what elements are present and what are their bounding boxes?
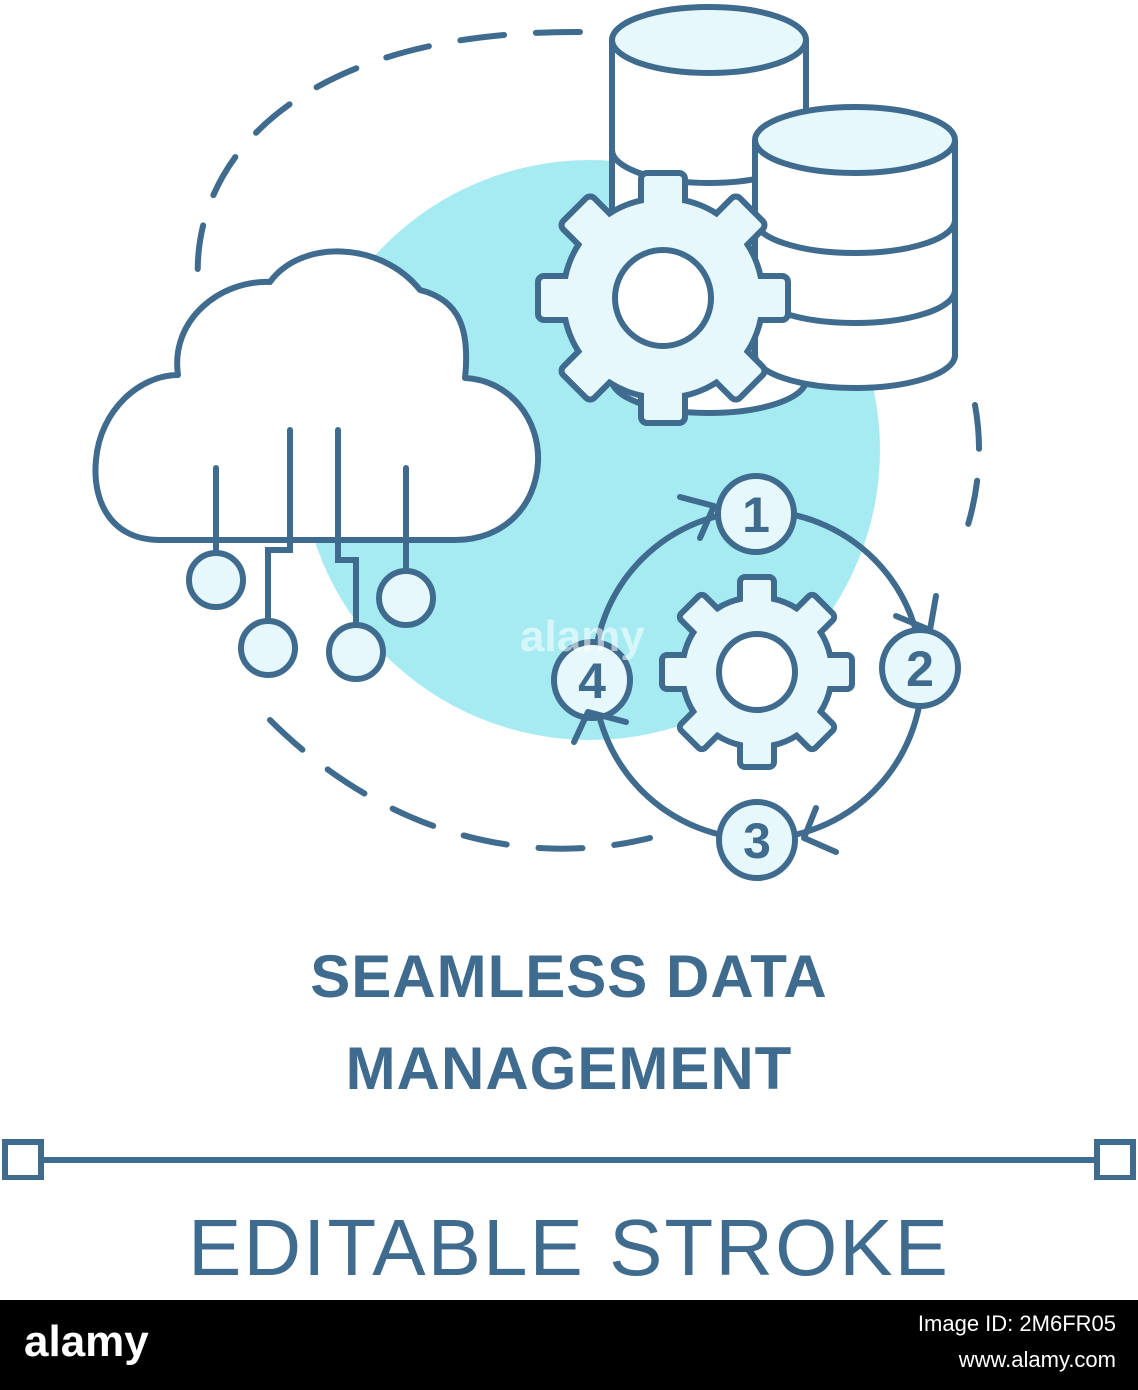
cycle-arrow-icon (571, 494, 939, 855)
step-1-label: 1 (742, 487, 770, 543)
step-4-label: 4 (578, 653, 606, 709)
step-3-label: 3 (743, 813, 771, 869)
editable-stroke-bar (2, 1139, 1136, 1180)
circuit-node (186, 550, 436, 682)
step-3-bubble: 3 (716, 799, 798, 881)
footer-meta: Image ID: 2M6FR05 www.alamy.com (918, 1306, 1116, 1378)
gear-icon (535, 170, 791, 426)
step-2-label: 2 (906, 641, 934, 697)
dashed-orbit (194, 28, 982, 852)
step-2-bubble: 2 (879, 627, 961, 709)
title-line-1: SEAMLESS DATA (310, 943, 828, 1010)
footer-bar (0, 1300, 1138, 1390)
database-front-icon (752, 104, 958, 391)
title-line-2: MANAGEMENT (345, 1035, 793, 1102)
cloud-icon (92, 248, 542, 543)
editable-stroke-label: EDITABLE STROKE (187, 1203, 951, 1292)
cloud-circuit (213, 427, 409, 628)
step-1-bubble: 1 (715, 473, 797, 555)
footer-logo: alamy (24, 1317, 149, 1366)
small-gear-icon (659, 574, 855, 770)
watermark: alamy (520, 612, 645, 661)
image-id-text: Image ID: 2M6FR05 (917, 1311, 1116, 1336)
step-4-bubble: 4 (551, 639, 633, 721)
site-text: www.alamy.com (958, 1347, 1116, 1372)
seamless-data-management-icon: 1 2 3 4 (2, 4, 1136, 1180)
